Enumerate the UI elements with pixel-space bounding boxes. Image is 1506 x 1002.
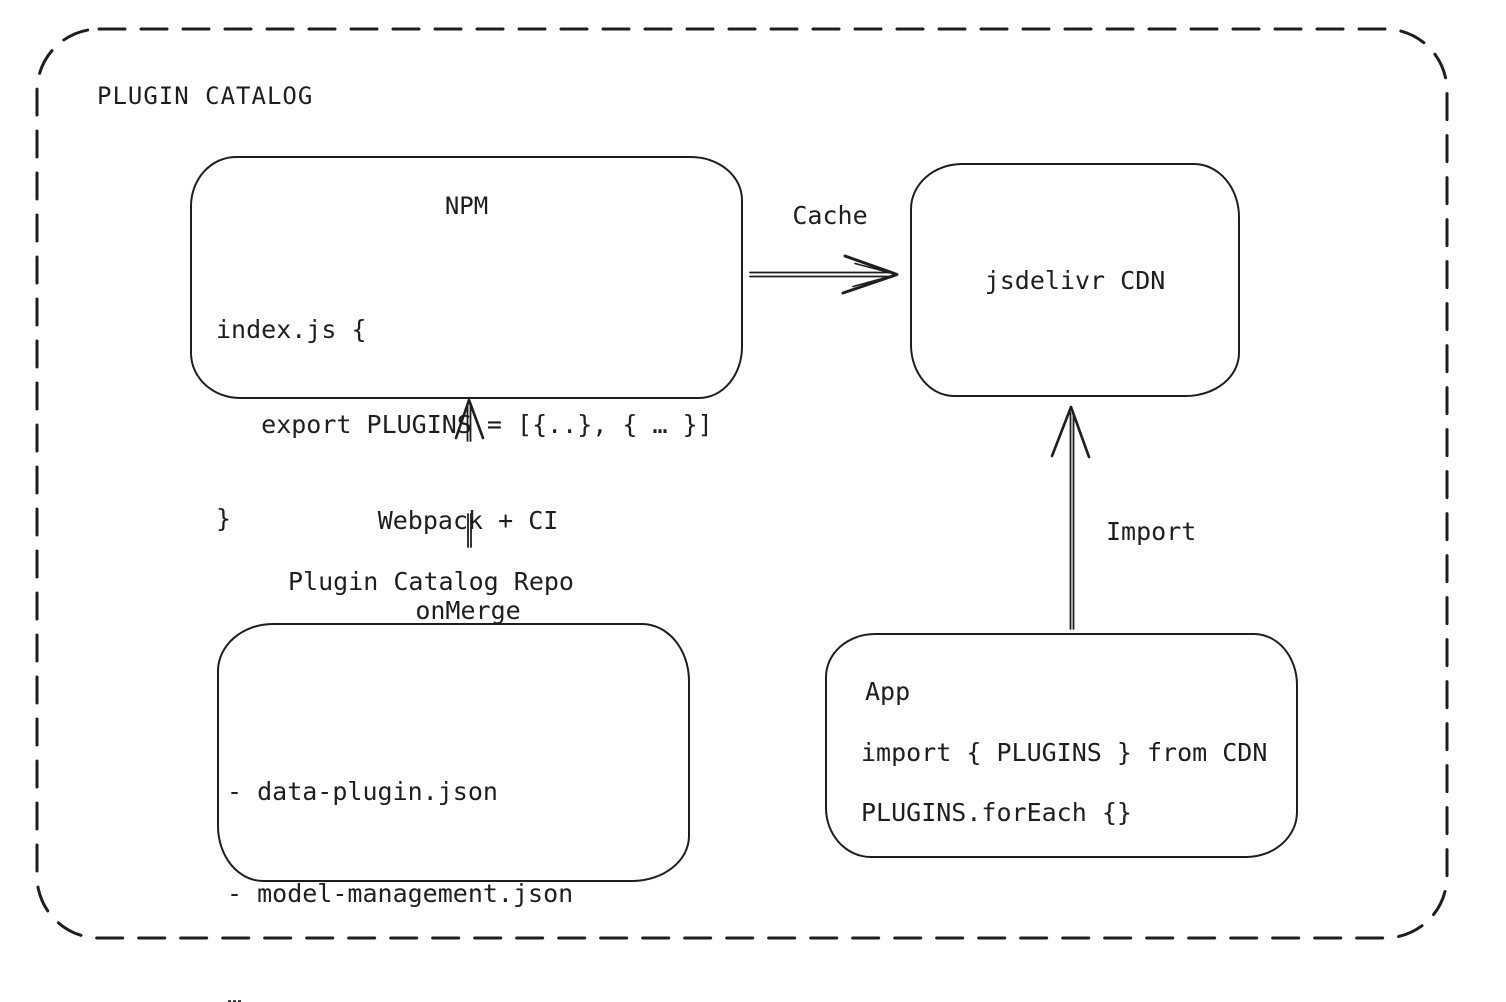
build-edge-label: Webpack + CI onMerge <box>318 446 618 686</box>
node-app: App import { PLUGINS } from CDN PLUGINS.… <box>825 633 1298 858</box>
frame-title: PLUGIN CATALOG <box>97 82 314 110</box>
code-line: export PLUGINS = [{..}, { … }] <box>216 409 713 439</box>
import-edge-label: Import <box>1106 517 1197 546</box>
code-line: index.js { <box>216 315 367 344</box>
repo-file-list: - data-plugin.json - model-management.js… <box>227 707 573 1002</box>
repo-file: … <box>227 981 243 1002</box>
catalog-frame-border <box>35 27 1449 940</box>
cache-arrow <box>749 254 899 295</box>
import-arrow <box>1050 405 1091 630</box>
cdn-label: jsdelivr CDN <box>984 265 1166 295</box>
code-line: import { PLUGINS } from CDN <box>861 738 1268 767</box>
repo-title: Plugin Catalog Repo <box>288 567 574 596</box>
repo-file: - data-plugin.json <box>227 777 498 806</box>
code-line: PLUGINS.forEach {} <box>861 798 1132 827</box>
build-edge-label-line1: Webpack + CI <box>377 506 559 535</box>
node-npm: NPM index.js { export PLUGINS = [{..}, {… <box>190 156 743 533</box>
npm-title: NPM <box>444 192 489 220</box>
app-title: App <box>865 677 911 706</box>
cache-edge-label: Cache <box>792 201 868 230</box>
build-arrow <box>454 398 485 548</box>
node-repo: - data-plugin.json - model-management.js… <box>217 623 690 1002</box>
build-edge-label-line2: onMerge <box>415 596 521 625</box>
npm-code-block: index.js { export PLUGINS = [{..}, { … }… <box>216 251 713 598</box>
code-line: } <box>216 504 232 533</box>
repo-file: - model-management.json <box>227 879 574 908</box>
node-cdn: jsdelivr CDN <box>910 163 1240 397</box>
